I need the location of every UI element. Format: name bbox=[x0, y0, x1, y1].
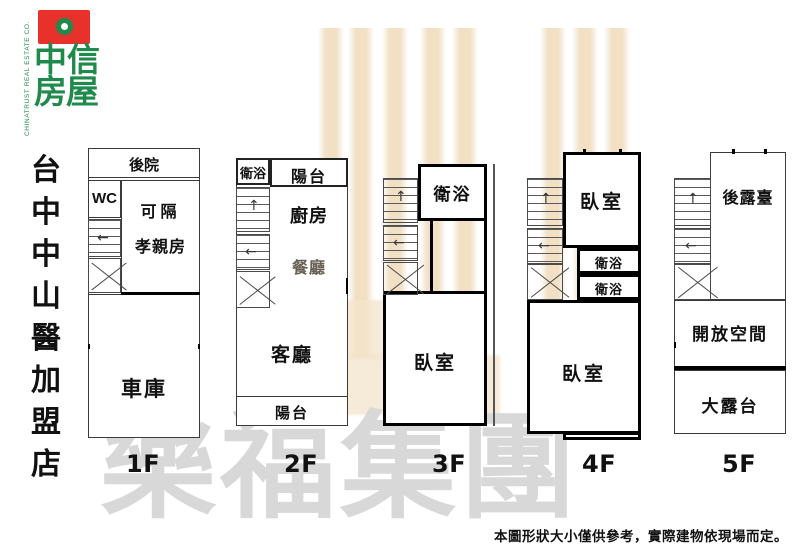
5f-terrace-divider bbox=[674, 366, 786, 370]
5f-stair-down-arrow-icon: ← bbox=[685, 238, 697, 254]
2f-label-dining: 餐廳 bbox=[291, 258, 326, 277]
2f-label-living: 客廳 bbox=[270, 344, 313, 366]
4f-room-bath-2 bbox=[577, 274, 641, 300]
4f-room-bedroom-top bbox=[563, 152, 641, 248]
4f-stair-down-arrow-icon: ← bbox=[538, 238, 550, 254]
1f-room-filial bbox=[121, 180, 200, 293]
1f-stair-down-arrow-icon: ← bbox=[97, 230, 109, 246]
3f-stair-up-arrow-icon: ↑ bbox=[395, 189, 407, 205]
floorplan-4f: 臥室 衛浴 衛浴 臥室 ↑ ← bbox=[527, 149, 641, 440]
4f-door-tick-left bbox=[527, 368, 529, 375]
3f-stair-down-arrow-icon: ← bbox=[393, 235, 405, 251]
2f-room-balcony-top bbox=[270, 158, 348, 187]
1f-label-filial-2: 孝親房 bbox=[134, 237, 186, 256]
4f-bottom-protrusion bbox=[563, 432, 641, 440]
shop-title-c3: 山 bbox=[31, 279, 61, 314]
3f-shaft bbox=[383, 262, 418, 295]
floor-label-5f: 5F bbox=[722, 450, 757, 478]
disclaimer-text: 本圖形狀大小僅供參考，實際建物依現場而定。 bbox=[494, 529, 788, 545]
floorplan-3f: 衛浴 ↑ ← 臥室 bbox=[383, 158, 495, 426]
shop-title-c1: 中 bbox=[31, 195, 61, 230]
5f-room-rear-terrace bbox=[710, 152, 786, 300]
2f-staircase-down bbox=[236, 234, 270, 270]
shop-title-c7: 店 bbox=[31, 447, 61, 482]
4f-window-tick-top-2 bbox=[619, 149, 622, 153]
5f-window-tick-2 bbox=[764, 149, 767, 154]
5f-stair-up-arrow-icon: ↑ bbox=[687, 191, 699, 207]
floorplan-5f: 後露臺 ↑ ← 開放空間 大露台 bbox=[674, 149, 786, 434]
brand-logo-chars: 中信 房屋 bbox=[34, 40, 108, 111]
4f-room-bedroom-bottom bbox=[527, 300, 641, 434]
5f-staircase-up bbox=[674, 178, 711, 226]
4f-label-bedroom-top: 臥室 bbox=[579, 191, 624, 213]
4f-shaft bbox=[527, 264, 563, 300]
4f-room-bath-1 bbox=[577, 248, 641, 274]
5f-label-large-terrace: 大露台 bbox=[701, 397, 759, 417]
1f-label-backyard: 後院 bbox=[128, 156, 159, 174]
5f-label-rear-terrace: 後露臺 bbox=[722, 188, 774, 207]
shop-title-c2: 中 bbox=[31, 237, 61, 272]
3f-building-edge bbox=[493, 164, 495, 426]
shop-title-c5: 加 bbox=[31, 363, 61, 398]
brand-logo-english: CHINATRUST REAL ESTATE CO. bbox=[24, 21, 31, 136]
2f-stair-down-arrow-icon: ← bbox=[245, 244, 257, 260]
shop-title-c4: 醫 bbox=[31, 321, 61, 356]
floor-label-1f: 1F bbox=[126, 450, 161, 478]
1f-label-filial-1: 可隔 bbox=[140, 202, 181, 221]
5f-shaft bbox=[674, 264, 711, 300]
4f-stair-up-arrow-icon: ↑ bbox=[540, 191, 552, 207]
5f-room-large-terrace bbox=[674, 370, 786, 434]
1f-staircase bbox=[88, 219, 121, 257]
1f-label-wc: WC bbox=[92, 190, 117, 207]
4f-staircase-up bbox=[527, 178, 563, 226]
floorplan-1f: 後院 WC 可隔 孝親房 ← 車庫 bbox=[88, 148, 200, 438]
floor-label-2f: 2F bbox=[284, 450, 319, 478]
2f-room-balcony-bottom bbox=[236, 396, 348, 426]
2f-label-balcony-bottom: 陽台 bbox=[274, 404, 309, 422]
5f-room-open-space bbox=[674, 300, 786, 368]
3f-label-bedroom: 臥室 bbox=[413, 352, 456, 374]
5f-label-open-space: 開放空間 bbox=[692, 325, 768, 345]
1f-shaft bbox=[88, 258, 121, 293]
brand-logo: CHINATRUST REAL ESTATE CO. 中信 房屋 bbox=[24, 8, 116, 140]
3f-outline bbox=[383, 291, 487, 426]
1f-door-tick-left bbox=[88, 344, 90, 349]
2f-label-balcony-top: 陽台 bbox=[290, 167, 327, 186]
1f-room-garage bbox=[88, 294, 200, 438]
5f-window-tick-1 bbox=[732, 149, 735, 154]
4f-label-bath-2: 衛浴 bbox=[594, 283, 623, 298]
1f-garage-divider bbox=[121, 292, 200, 295]
shop-title-c0: 台 bbox=[31, 153, 61, 188]
4f-window-tick-top-1 bbox=[583, 149, 586, 153]
brand-logo-char-line-1: 中信 bbox=[34, 40, 100, 79]
5f-staircase-down bbox=[674, 228, 711, 264]
shop-title-c6: 盟 bbox=[31, 405, 61, 440]
2f-label-kitchen: 廚房 bbox=[290, 206, 328, 227]
shop-title: 台 中 中 山 醫 加 盟 店 bbox=[20, 150, 72, 486]
2f-shaft bbox=[236, 271, 270, 308]
1f-room-backyard bbox=[88, 148, 200, 178]
2f-staircase-up bbox=[236, 187, 270, 232]
3f-label-bath: 衛浴 bbox=[433, 185, 472, 205]
4f-label-bedroom-bottom: 臥室 bbox=[561, 363, 606, 385]
brand-logo-char-line-2: 房屋 bbox=[34, 72, 99, 111]
2f-window-tick-right bbox=[346, 278, 348, 294]
3f-staircase-up bbox=[383, 178, 418, 223]
2f-room-bath bbox=[236, 158, 270, 185]
3f-right-wall bbox=[478, 164, 487, 296]
brand-logo-mark-icon bbox=[38, 10, 90, 44]
1f-label-garage: 車庫 bbox=[121, 377, 167, 401]
1f-door-tick-right bbox=[198, 344, 200, 349]
4f-label-bath-1: 衛浴 bbox=[594, 257, 623, 272]
floor-label-3f: 3F bbox=[432, 450, 467, 478]
2f-label-bath: 衛浴 bbox=[239, 167, 266, 182]
1f-room-wc bbox=[88, 180, 121, 218]
5f-door-tick-left bbox=[674, 342, 676, 348]
3f-room-bath bbox=[418, 164, 487, 221]
3f-corridor-wall bbox=[430, 221, 433, 293]
floor-label-4f: 4F bbox=[582, 450, 617, 478]
3f-staircase-down bbox=[383, 225, 418, 261]
2f-stair-up-arrow-icon: ↑ bbox=[248, 198, 260, 214]
floorplan-2f: 衛浴 陽台 ↑ ← 廚房 餐廳 客廳 陽台 bbox=[236, 158, 348, 426]
